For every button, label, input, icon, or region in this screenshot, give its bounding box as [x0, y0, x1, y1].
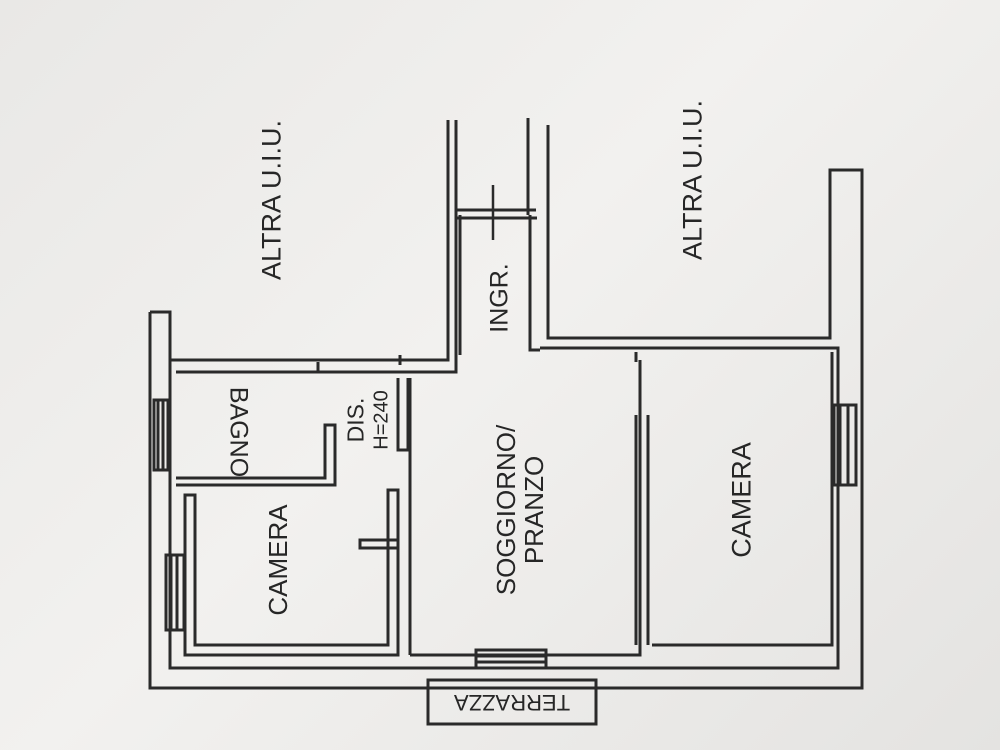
hall-partition [358, 538, 400, 550]
window-bedroom-large [832, 403, 858, 487]
bedroom-small-wall [183, 488, 400, 657]
terrace-door [474, 648, 548, 670]
hall-name: DIS. [342, 397, 369, 443]
living-line1: SOGGIORNO/ [491, 424, 521, 596]
terrace-outline [426, 678, 598, 726]
bedroom-large-wall [652, 352, 834, 647]
hall-wall [396, 378, 410, 452]
entrance-door [455, 208, 537, 220]
outer-wall-inner [168, 312, 840, 670]
window-bedroom-small [164, 553, 186, 632]
left-neighbor-wall [150, 120, 450, 362]
bathroom-wall [176, 423, 337, 487]
hall-label: DIS. H=240 [342, 390, 393, 450]
outer-wall [148, 125, 864, 690]
living-label: SOGGIORNO/ PRANZO [491, 424, 549, 596]
left-neighbor-wall-inner [176, 120, 458, 374]
neighbor-left-label: ALTRA U.I.U. [256, 119, 287, 281]
neighbor-right-label: ALTRA U.I.U. [677, 99, 708, 261]
bedroom-large-label: CAMERA [726, 442, 757, 558]
bathroom-label: BAGNO [224, 386, 253, 478]
living-bedroom-wall [634, 415, 650, 645]
terrace-label: TERRAZZA [453, 690, 571, 715]
entrance-wall-right [528, 215, 540, 352]
hall-height: H=240 [370, 390, 393, 450]
entrance-label: INGR. [485, 263, 514, 333]
bedroom-small-label: CAMERA [263, 504, 293, 616]
window-bathroom [152, 398, 170, 472]
living-line2: PRANZO [519, 455, 549, 565]
